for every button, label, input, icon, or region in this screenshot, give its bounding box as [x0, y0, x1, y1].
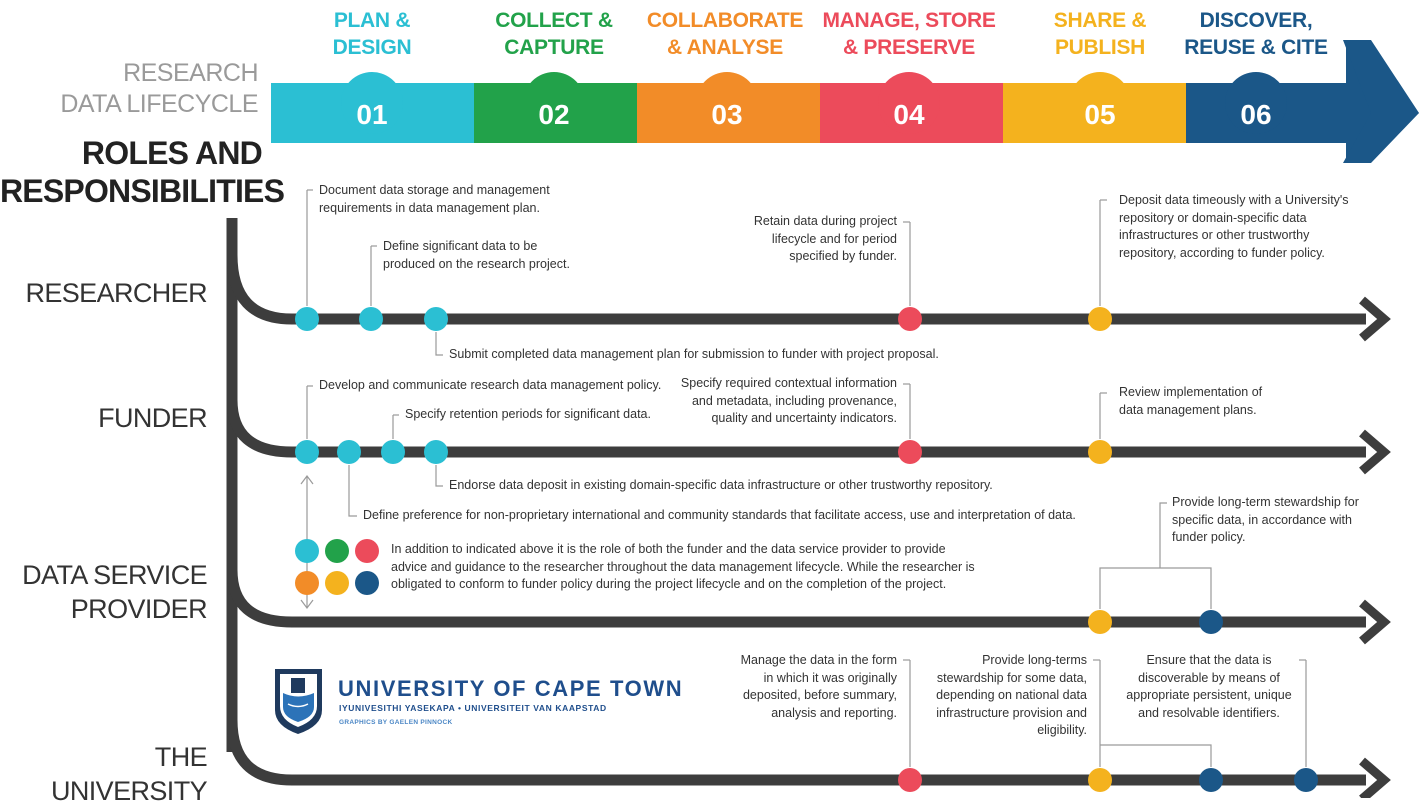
stage-number-05: 05 — [1084, 99, 1116, 130]
stage-title-06: DISCOVER,REUSE & CITE — [1184, 9, 1328, 59]
stage-circle-06 — [1225, 72, 1287, 134]
uct-logo-subtitle: IYUNIVESITHI YASEKAPA • UNIVERSITEIT VAN… — [339, 703, 607, 713]
note-funder-1: Develop and communicate research data ma… — [319, 378, 662, 392]
uct-logo-name: UNIVERSITY OF CAPE TOWN — [338, 676, 684, 701]
dsp-line — [226, 569, 1366, 628]
role-funder: FUNDER — [98, 403, 208, 433]
stage-circle-05 — [1069, 72, 1131, 134]
graphics-credit: GRAPHICS BY GAELEN PINNOCK — [339, 719, 453, 726]
stage-title-03: COLLABORATE& ANALYSE — [646, 9, 804, 59]
note-funder-4: Define preference for non-proprietary in… — [363, 508, 1076, 522]
stage-circle-02 — [523, 72, 585, 134]
stage-number-04: 04 — [893, 99, 925, 130]
stage-number-03: 03 — [711, 99, 743, 130]
funder-line — [226, 399, 1366, 458]
stage-title-05: SHARE &PUBLISH — [1053, 9, 1147, 59]
lifecycle-label: RESEARCH DATA LIFECYCLE — [60, 59, 258, 118]
note-funder-2: Specify retention periods for significan… — [405, 407, 651, 421]
uct-crest-icon — [275, 669, 322, 734]
stage-title-02: COLLECT &CAPTURE — [495, 9, 613, 59]
role-data-service-provider: DATA SERVICE PROVIDER — [22, 560, 207, 624]
university-line — [226, 719, 1366, 786]
stage-circle-01 — [341, 72, 403, 134]
stage-circle-04 — [878, 72, 940, 134]
stage-title-01: PLAN &DESIGN — [332, 9, 412, 59]
role-researcher: RESEARCHER — [25, 278, 207, 308]
stage-number-06: 06 — [1240, 99, 1272, 130]
roles-title: ROLES AND RESPONSIBILITIES — [0, 135, 285, 209]
researcher-line — [226, 254, 1366, 325]
note-researcher-5: Deposit data timeously with a University… — [1119, 193, 1349, 260]
stage-circle-03 — [696, 72, 758, 134]
stage-number-02: 02 — [538, 99, 570, 130]
note-researcher-3: Submit completed data management plan fo… — [449, 347, 939, 361]
note-funder-3: Endorse data deposit in existing domain-… — [449, 478, 993, 492]
stage-title-04: MANAGE, STORE& PRESERVE — [822, 9, 996, 59]
stage-number-01: 01 — [356, 99, 388, 130]
note-dsp-2: In addition to indicated above it is the… — [391, 542, 975, 591]
